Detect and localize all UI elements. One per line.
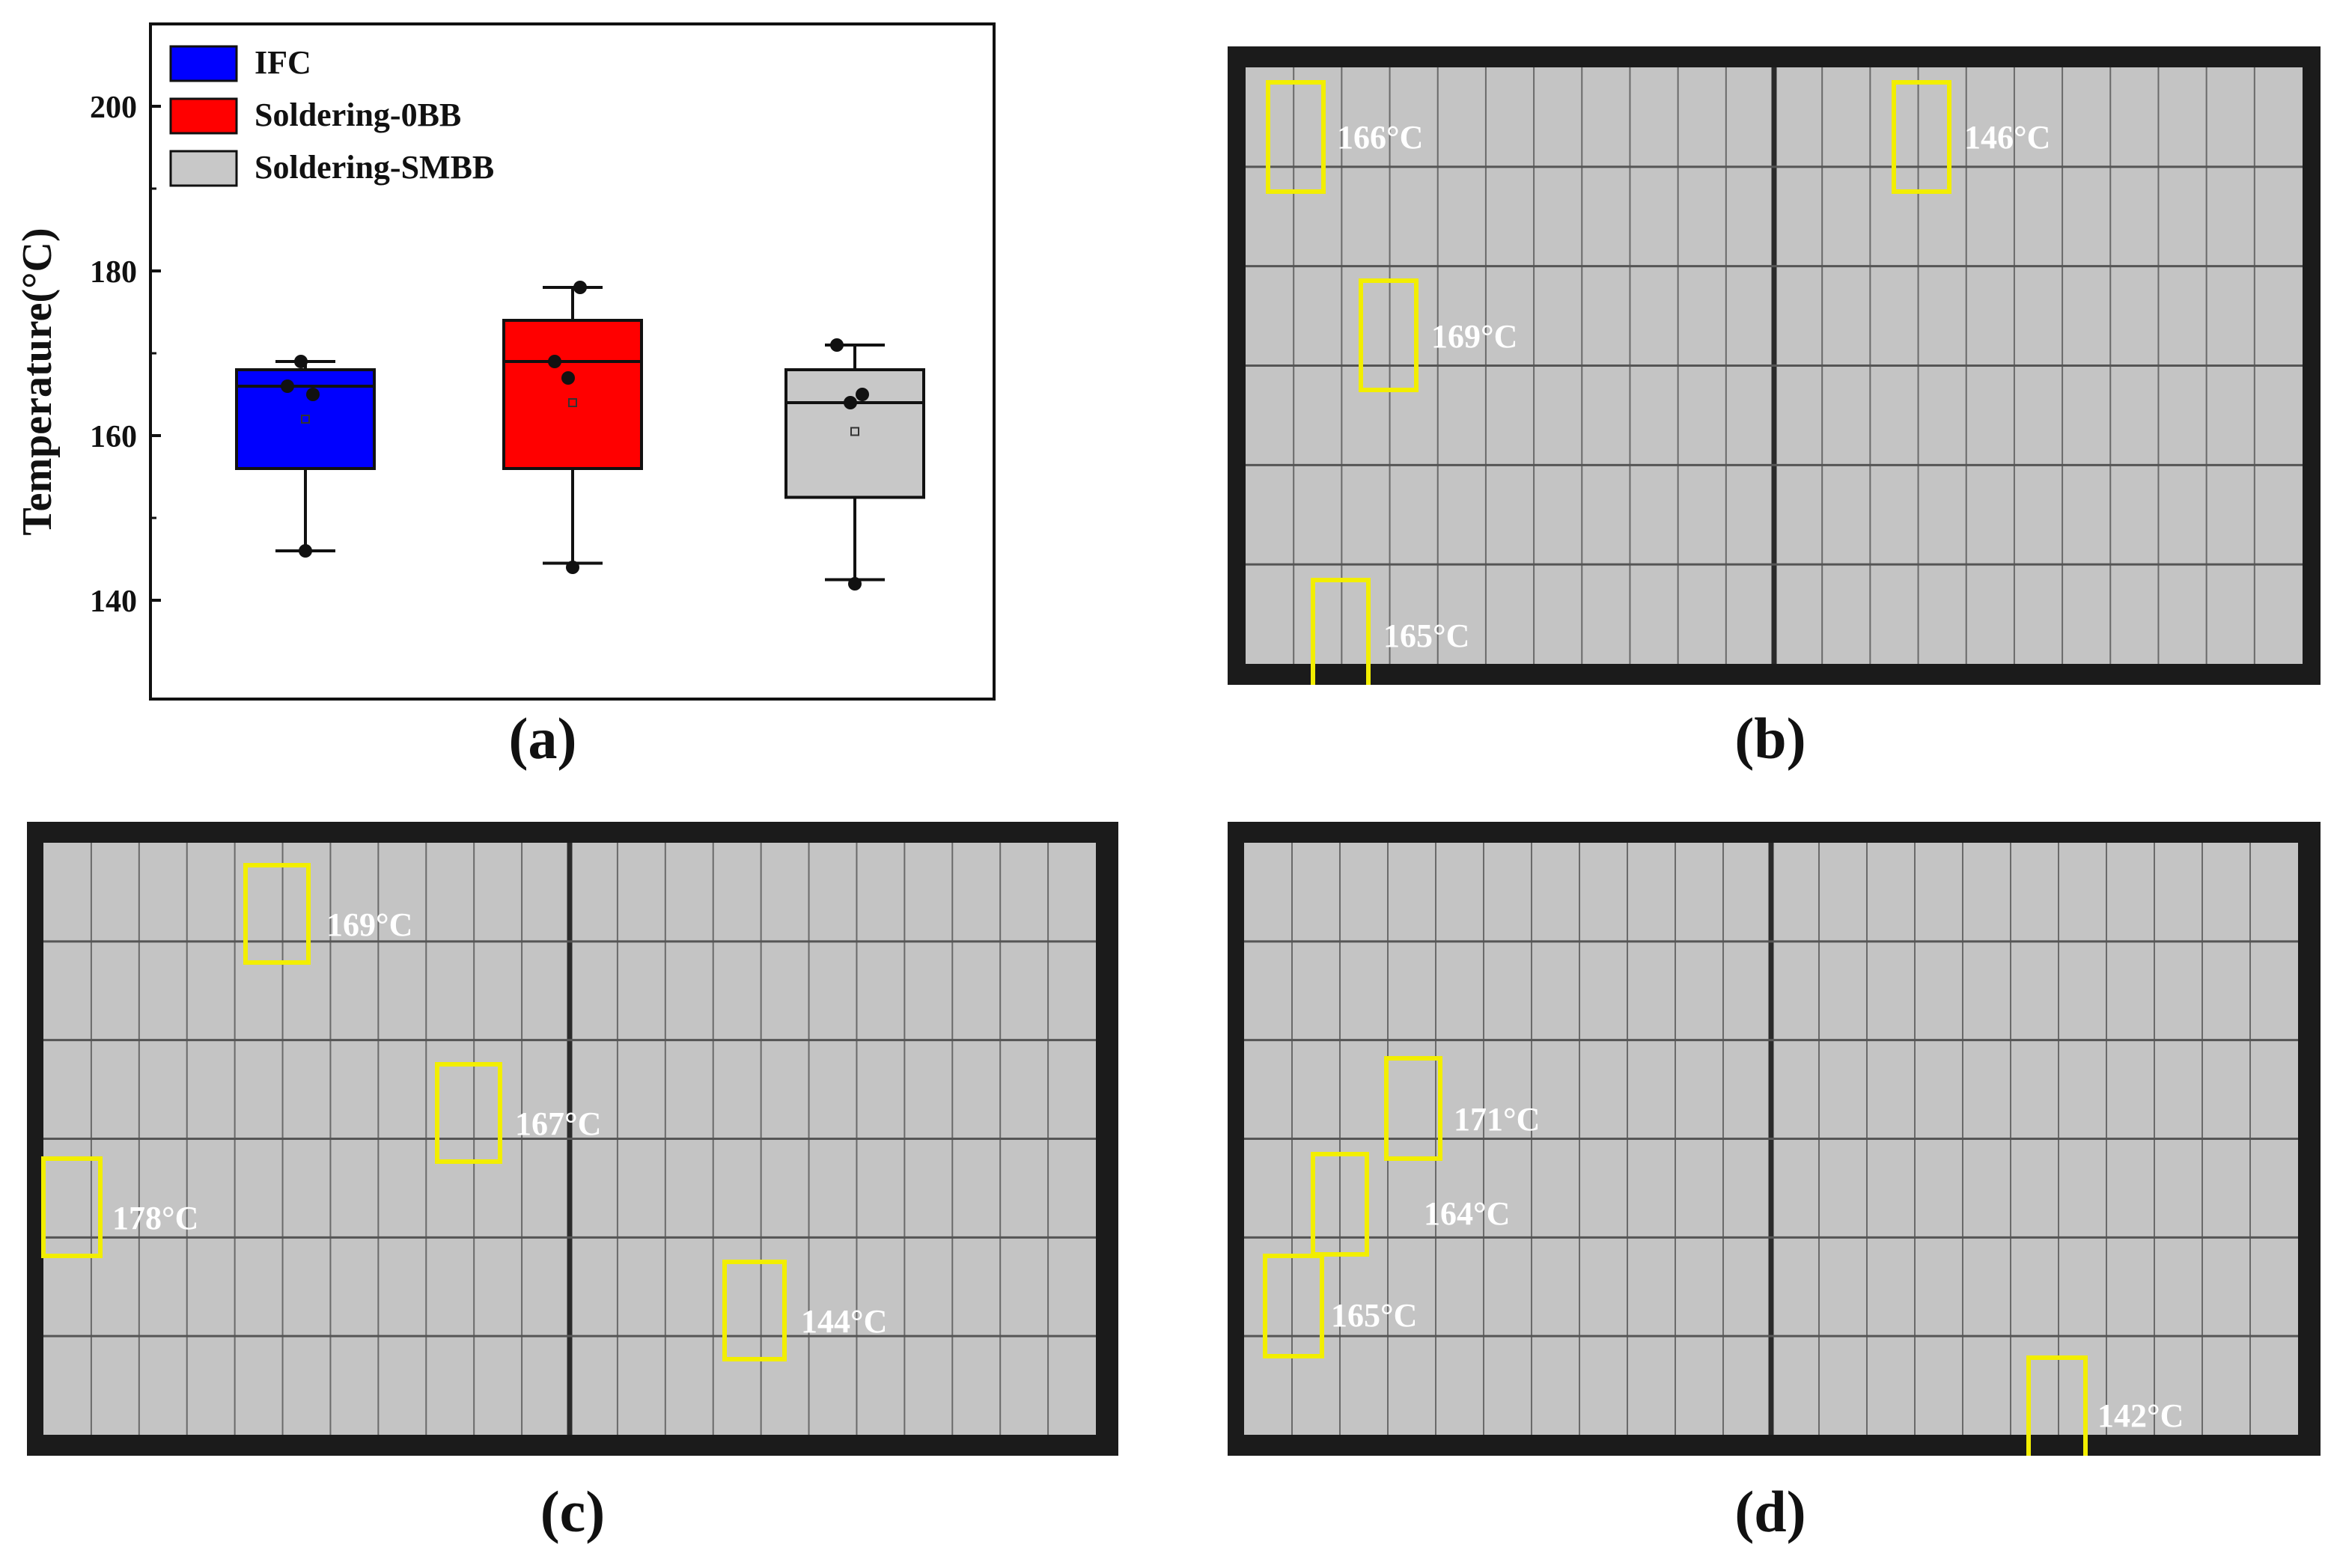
hotspot-box bbox=[243, 863, 311, 965]
hotspot-box bbox=[41, 1156, 103, 1258]
hotspot-box bbox=[435, 1062, 502, 1164]
temperature-label: 169°C bbox=[1431, 318, 1517, 355]
temperature-label: 164°C bbox=[1424, 1195, 1510, 1232]
legend-swatch bbox=[169, 97, 238, 135]
hotspot-box bbox=[1892, 80, 1951, 194]
box-body bbox=[502, 319, 643, 470]
y-tick-label: 160 bbox=[90, 420, 137, 454]
temperature-label: 146°C bbox=[1964, 119, 2050, 156]
temperature-label: 166°C bbox=[1337, 119, 1423, 156]
data-point bbox=[306, 388, 320, 401]
data-point bbox=[573, 281, 587, 294]
temperature-label: 178°C bbox=[112, 1200, 198, 1236]
data-point bbox=[566, 561, 579, 574]
box-plot-chart: 140 160 180 200 Temperature(°C) IFC Solderin… bbox=[14, 22, 996, 701]
thermal-image-b: 166°C 146°C 169°C 165°C bbox=[1228, 46, 2321, 685]
thermal-image-d: 171°C 164°C 165°C 142°C bbox=[1228, 822, 2321, 1456]
y-tick-label: 140 bbox=[90, 585, 137, 619]
box-soldering-smbb bbox=[784, 338, 925, 591]
data-point bbox=[561, 371, 575, 385]
temperature-label: 142°C bbox=[2097, 1397, 2184, 1434]
module-svg: 166°C 146°C 169°C 165°C bbox=[1246, 67, 2303, 685]
mean-marker bbox=[301, 415, 310, 424]
legend-swatch bbox=[169, 45, 238, 82]
data-point bbox=[281, 379, 294, 393]
temperature-label: 169°C bbox=[326, 906, 412, 943]
box-body bbox=[784, 368, 925, 499]
temperature-label: 165°C bbox=[1331, 1297, 1417, 1334]
legend-swatch bbox=[169, 150, 238, 187]
y-tick-label: 200 bbox=[90, 91, 137, 125]
hotspot-box bbox=[2026, 1355, 2088, 1456]
temperature-label: 144°C bbox=[801, 1303, 887, 1340]
y-tick-label: 180 bbox=[90, 255, 137, 290]
module-svg: 169°C 167°C 178°C 144°C bbox=[41, 843, 1096, 1435]
hotspot-box bbox=[1384, 1056, 1442, 1161]
hotspot-box bbox=[1263, 1254, 1324, 1358]
box-body bbox=[235, 368, 376, 470]
hotspot-box bbox=[722, 1260, 787, 1361]
hotspot-box bbox=[1311, 578, 1371, 685]
data-point bbox=[848, 577, 862, 591]
data-point bbox=[830, 338, 844, 352]
module-svg: 171°C 164°C 165°C 142°C bbox=[1244, 843, 2298, 1456]
box-series bbox=[235, 281, 925, 591]
legend-label: Soldering-0BB bbox=[255, 97, 461, 133]
hotspot-box bbox=[1311, 1152, 1369, 1257]
legend-label: IFC bbox=[255, 44, 311, 81]
panel-label-a: (a) bbox=[508, 706, 577, 771]
panel-label-b: (b) bbox=[1734, 706, 1806, 771]
thermal-image-c: 169°C 167°C 178°C 144°C bbox=[27, 822, 1118, 1456]
data-point bbox=[548, 355, 561, 368]
hotspot-box bbox=[1266, 80, 1326, 194]
mean-marker bbox=[568, 398, 577, 407]
panel-label-d: (d) bbox=[1734, 1479, 1806, 1544]
legend-label: Soldering-SMBB bbox=[255, 149, 494, 186]
box-soldering-0bb bbox=[502, 281, 643, 574]
data-point bbox=[844, 396, 857, 409]
data-point bbox=[294, 355, 308, 368]
temperature-label: 171°C bbox=[1454, 1101, 1540, 1138]
hotspot-box bbox=[1359, 278, 1419, 392]
plot-frame bbox=[149, 22, 996, 701]
panel-label-c: (c) bbox=[540, 1479, 606, 1544]
y-axis-label: Temperature(°C) bbox=[14, 228, 61, 535]
y-axis: 140 160 180 200 bbox=[90, 91, 161, 619]
legend: IFC Soldering-0BB Soldering-SMBB bbox=[169, 44, 494, 187]
data-point bbox=[856, 388, 869, 401]
box-ifc bbox=[235, 355, 376, 558]
temperature-label: 165°C bbox=[1383, 617, 1469, 654]
mean-marker bbox=[850, 427, 859, 436]
temperature-label: 167°C bbox=[515, 1105, 601, 1142]
data-point bbox=[299, 544, 312, 558]
